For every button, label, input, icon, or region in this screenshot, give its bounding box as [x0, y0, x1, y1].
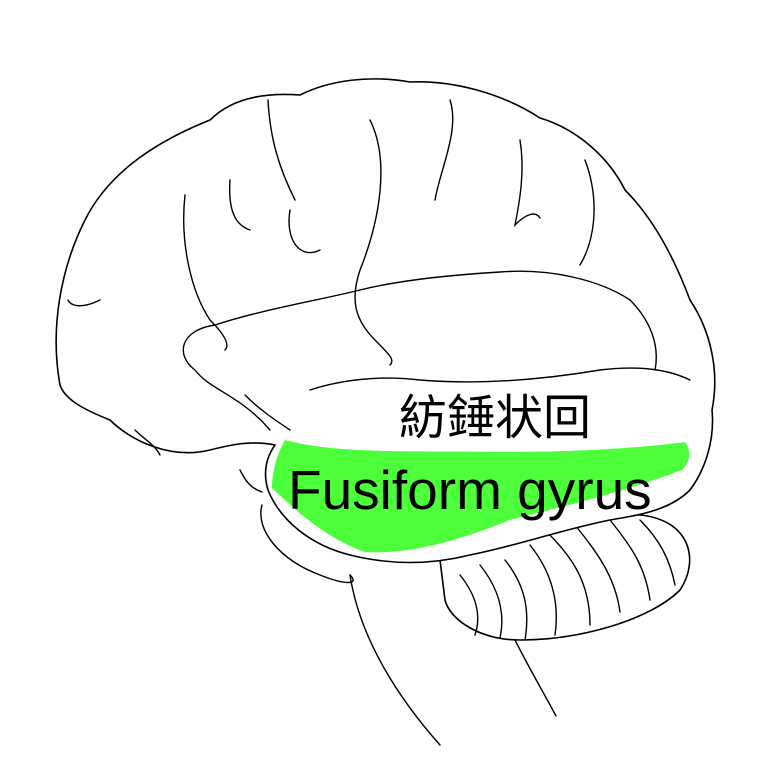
- label-japanese: 紡錘状回: [398, 390, 591, 446]
- sulci: [67, 99, 691, 584]
- brainstem: [349, 574, 557, 746]
- cerebellum-folia: [459, 519, 676, 641]
- label-english: Fusiform gyrus: [288, 459, 652, 521]
- cerebrum-outline: [55, 78, 716, 564]
- fusiform-gyrus-highlight: [272, 440, 690, 553]
